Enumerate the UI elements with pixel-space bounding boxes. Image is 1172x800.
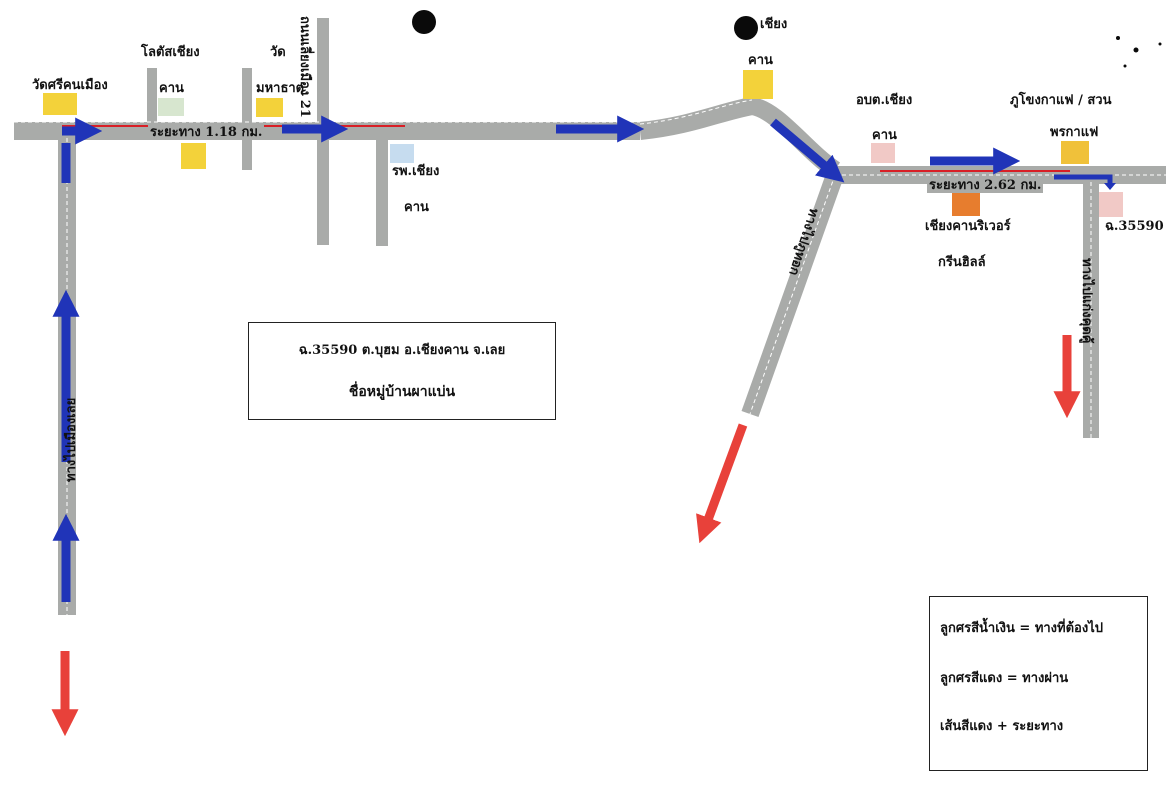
label-coffee: ภูโขงกาแฟ / สวน: [1010, 93, 1112, 108]
marker-river: [952, 190, 980, 216]
label-wat-sri-khun-mueang: วัดศรีคนเมือง: [32, 78, 108, 93]
marker-wat-sri-khun-mueang: [43, 93, 77, 115]
label-coffee-line2: พรกาแฟ: [1050, 125, 1099, 140]
road-network: [14, 18, 1166, 615]
route-arrows: [52, 115, 1116, 602]
label-river: เชียงคานริเวอร์: [925, 219, 1011, 234]
label-to-loei: ทางไปเมืองเลย: [64, 397, 79, 482]
road-main-curve: [639, 96, 841, 178]
route-arrow-head: [1104, 183, 1116, 190]
info-box-village: ชื่อหมู่บ้านผาแบ่น: [348, 384, 456, 400]
label-wat: วัด: [270, 45, 286, 60]
landmark-markers: [43, 70, 1123, 217]
route-arrow: [1054, 174, 1113, 183]
label-bypass-21: ถนนเลี่ยงเมือง 21: [297, 16, 312, 118]
legend-blue-arrow: ลูกศรสีน้ำเงิน = ทางที่ต้องไป: [940, 621, 1103, 636]
scan-dot: [412, 10, 436, 34]
label-lotus: โลตัสเชียง: [141, 45, 200, 60]
marker-obt: [871, 143, 895, 163]
label-to-kaeng-khut-khu: ทางไปแก่งคุดคู้: [1079, 258, 1094, 344]
label-lotus-line2: คาน: [159, 81, 184, 96]
legend-red-line: เส้นสีแดง + ระยะทาง: [940, 719, 1064, 734]
legend: ลูกศรสีน้ำเงิน = ทางที่ต้องไป ลูกศรสีแดง…: [929, 596, 1148, 771]
label-distance-1: ระยะทาง 1.18 กม.: [148, 125, 265, 140]
label-chiang: เชียง: [760, 17, 788, 32]
legend-red-arrow: ลูกศรสีแดง = ทางผ่าน: [940, 671, 1069, 686]
pass-arrows: [51, 335, 1081, 737]
pass-arrow: [696, 423, 748, 544]
label-obt: อบต.เชียง: [856, 93, 913, 108]
marker-destination: [1099, 192, 1123, 217]
label-hospital-line2: คาน: [404, 200, 429, 215]
marker-wat-mahathat: [256, 98, 283, 117]
marker-lotus: [158, 98, 184, 116]
label-wat-mahathat: มหาธาตุ: [256, 81, 305, 96]
label-chiang-khan: คาน: [748, 53, 773, 68]
route-arrow: [770, 118, 845, 183]
scan-marks: [412, 10, 1162, 68]
label-river-line2: กรีนฮิลล์: [938, 255, 986, 270]
marker-hospital: [390, 144, 414, 163]
label-obt-line2: คาน: [872, 128, 897, 143]
info-box-address: ฉ.35590 ต.บุฮม อ.เชียงคาน จ.เลย: [298, 343, 506, 358]
label-distance-2: ระยะทาง 2.62 กม.: [927, 178, 1044, 193]
marker-chiang-khan: [743, 70, 773, 99]
marker-lotus-south: [181, 143, 206, 169]
scan-dot: [734, 16, 758, 40]
info-box: ฉ.35590 ต.บุฮม อ.เชียงคาน จ.เลย ชื่อหมู่…: [248, 322, 556, 420]
label-hospital: รพ.เชียง: [392, 164, 440, 179]
label-destination: ฉ.35590: [1105, 219, 1164, 234]
marker-coffee: [1061, 141, 1089, 164]
